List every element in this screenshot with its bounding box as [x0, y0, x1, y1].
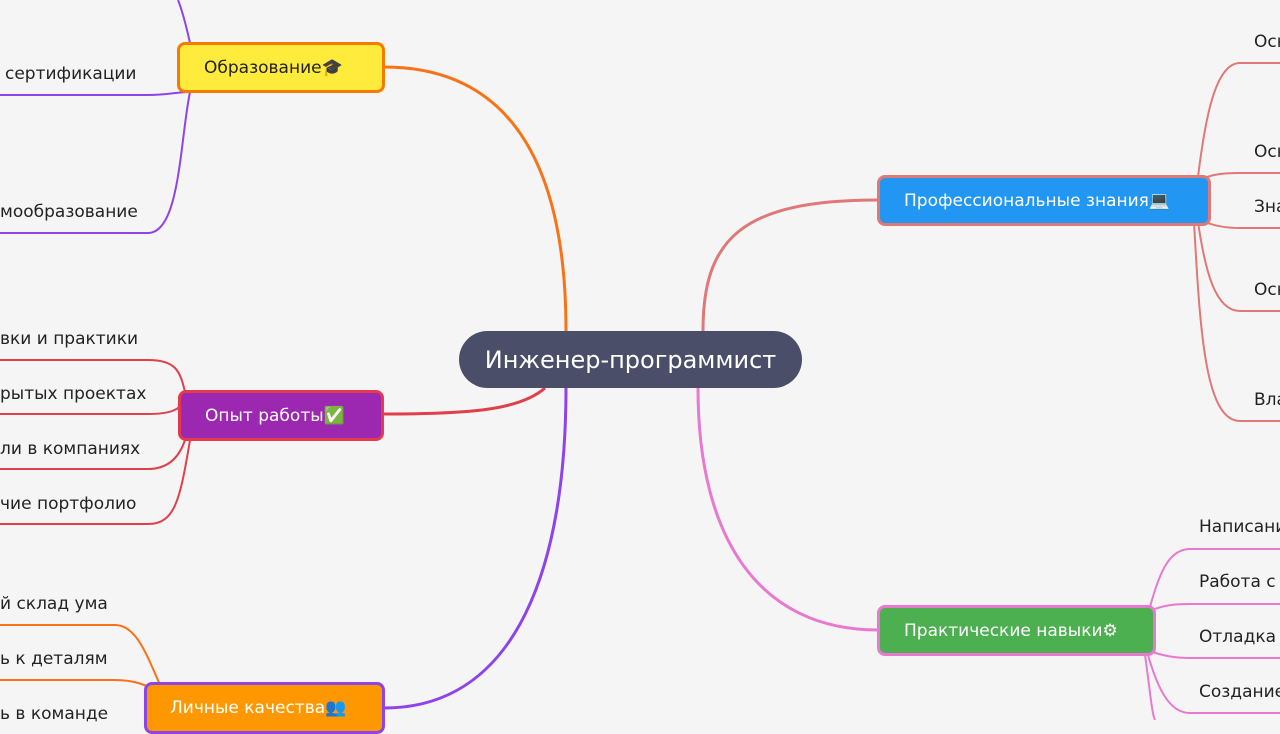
pra-leaf-line-4	[1147, 654, 1280, 714]
edu-leaf-line-1	[0, 91, 191, 96]
exp-leaf-line-4	[0, 439, 191, 525]
branch-experience-label: Опыт работы✅	[205, 405, 345, 426]
practical-leaf-1[interactable]: Написани	[1199, 517, 1280, 537]
per-leaf-line-1	[0, 624, 161, 686]
pra-leaf-line-2	[1151, 603, 1280, 611]
practical-leaf-2[interactable]: Работа с с	[1199, 572, 1280, 592]
professional-leaf-3[interactable]: Зна	[1254, 197, 1280, 217]
experience-leaf-4[interactable]: чие портфолио	[0, 494, 137, 514]
branch-professional[interactable]: Профессиональные знания💻	[877, 175, 1211, 226]
pro-leaf-line-3	[1204, 221, 1280, 229]
professional-leaf-4[interactable]: Осн	[1254, 280, 1280, 300]
personal-leaf-2[interactable]: ь к деталям	[0, 649, 108, 669]
central-topic[interactable]: Инженер-программист	[459, 331, 802, 388]
education-leaf-2[interactable]: мообразование	[0, 202, 138, 222]
central-topic-label: Инженер-программист	[484, 345, 777, 374]
pra-leaf-line-1	[1149, 548, 1280, 608]
edu-leaf-line-top	[177, 0, 191, 44]
exp-leaf-line-3	[0, 439, 186, 470]
professional-leaf-1[interactable]: Осн	[1254, 32, 1280, 52]
personal-leaf-1[interactable]: й склад ума	[0, 594, 108, 614]
branch-professional-label: Профессиональные знания💻	[904, 190, 1171, 211]
exp-leaf-line-1	[0, 359, 186, 393]
branch-practical[interactable]: Практические навыки⚙	[877, 605, 1156, 656]
pra-leaf-line-5	[1144, 654, 1156, 720]
per-leaf-line-2	[0, 679, 156, 691]
branch-personal[interactable]: Личные качества👥	[144, 682, 385, 734]
experience-leaf-1[interactable]: вки и практики	[0, 329, 139, 349]
branch-education[interactable]: Образование🎓	[177, 42, 385, 93]
pro-leaf-line-2	[1199, 172, 1280, 181]
connector-education	[383, 65, 568, 332]
experience-leaf-3[interactable]: ли в компаниях	[0, 439, 141, 459]
connector-practical	[696, 387, 879, 632]
connector-experience	[383, 386, 546, 416]
pro-leaf-line-4	[1197, 221, 1280, 312]
branch-practical-label: Практические навыки⚙	[904, 620, 1118, 641]
professional-leaf-2[interactable]: Осн	[1254, 142, 1280, 162]
practical-leaf-3[interactable]: Отладка и	[1199, 627, 1280, 647]
branch-personal-label: Личные качества👥	[170, 698, 347, 718]
branch-experience[interactable]: Опыт работы✅	[178, 390, 384, 441]
education-leaf-1[interactable]: сертификации	[5, 64, 137, 84]
professional-leaf-5[interactable]: Вла	[1254, 390, 1280, 410]
experience-leaf-2[interactable]: рытых проектах	[0, 384, 147, 404]
practical-leaf-4[interactable]: Создание	[1199, 682, 1280, 702]
branch-education-label: Образование🎓	[204, 57, 343, 78]
connector-professional	[701, 198, 879, 332]
connector-personal	[383, 387, 568, 710]
pro-leaf-line-5	[1193, 221, 1280, 422]
pro-leaf-line-1	[1197, 62, 1280, 178]
pra-leaf-line-3	[1151, 651, 1280, 659]
edu-leaf-line-2	[0, 91, 191, 234]
personal-leaf-3[interactable]: ь в команде	[0, 704, 109, 724]
